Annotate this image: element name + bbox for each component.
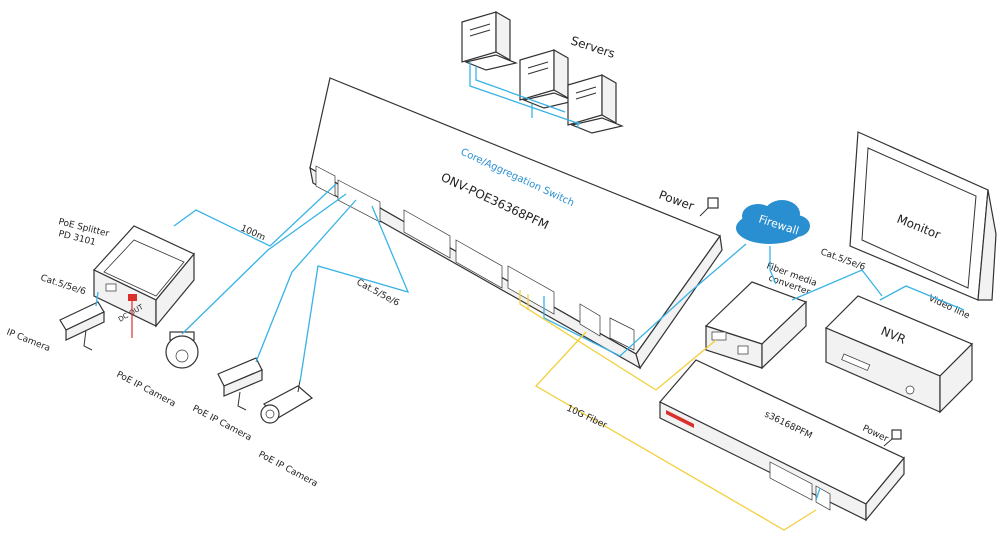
server-2: [519, 48, 576, 109]
cat-label-mid: Cat.5/5e/6: [355, 278, 401, 309]
poe-splitter: [93, 225, 195, 328]
firewall-cloud: [736, 200, 810, 244]
fiber-media-converter: [704, 281, 808, 370]
converter-to-nvr-cable: [791, 269, 883, 301]
access-power-plug: [883, 429, 902, 447]
server-trunk: [469, 62, 581, 125]
camera-label-4: PoE IP Camera: [257, 450, 319, 490]
monitor: [849, 131, 997, 301]
cat-label-right: Cat.5/5e/6: [819, 247, 867, 273]
core-to-firewall-cable: [543, 243, 747, 357]
camera-label-3: PoE IP Camera: [191, 404, 253, 444]
core-to-access-fiber: [534, 331, 817, 531]
fiber-label: 10G Fiber: [565, 404, 609, 431]
server-uplink-1: [475, 66, 566, 113]
access-uplink-cable: [815, 487, 821, 501]
core-to-converter-fiber: [519, 290, 717, 391]
server-1: [461, 10, 518, 71]
core-power-label: Power: [657, 188, 696, 214]
camera-label-2: PoE IP Camera: [115, 370, 177, 410]
camera-label-1: IP Camera: [5, 328, 52, 355]
splitter-to-camera-cable: [95, 291, 99, 307]
poe-bullet-camera: [217, 357, 263, 411]
box-camera-cable: [299, 205, 410, 383]
access-switch: [659, 359, 905, 522]
dome-camera-cable: [181, 193, 347, 335]
distance-label: 100m: [239, 224, 267, 244]
splitter-cable: [173, 183, 337, 247]
poe-box-camera: [260, 379, 314, 424]
cat-label-left: Cat.5/5e/6: [39, 273, 87, 297]
core-switch: [309, 77, 723, 370]
nvr: [824, 295, 974, 414]
ip-camera: [59, 301, 105, 351]
monitor-to-nvr-cable: [879, 285, 965, 311]
poe-dome-camera: [165, 331, 199, 369]
servers-label: Servers: [569, 34, 617, 61]
server-3: [567, 73, 624, 134]
firewall-to-converter-cable: [769, 246, 777, 285]
bullet-camera-cable: [255, 199, 357, 363]
core-power-plug: [699, 197, 719, 217]
